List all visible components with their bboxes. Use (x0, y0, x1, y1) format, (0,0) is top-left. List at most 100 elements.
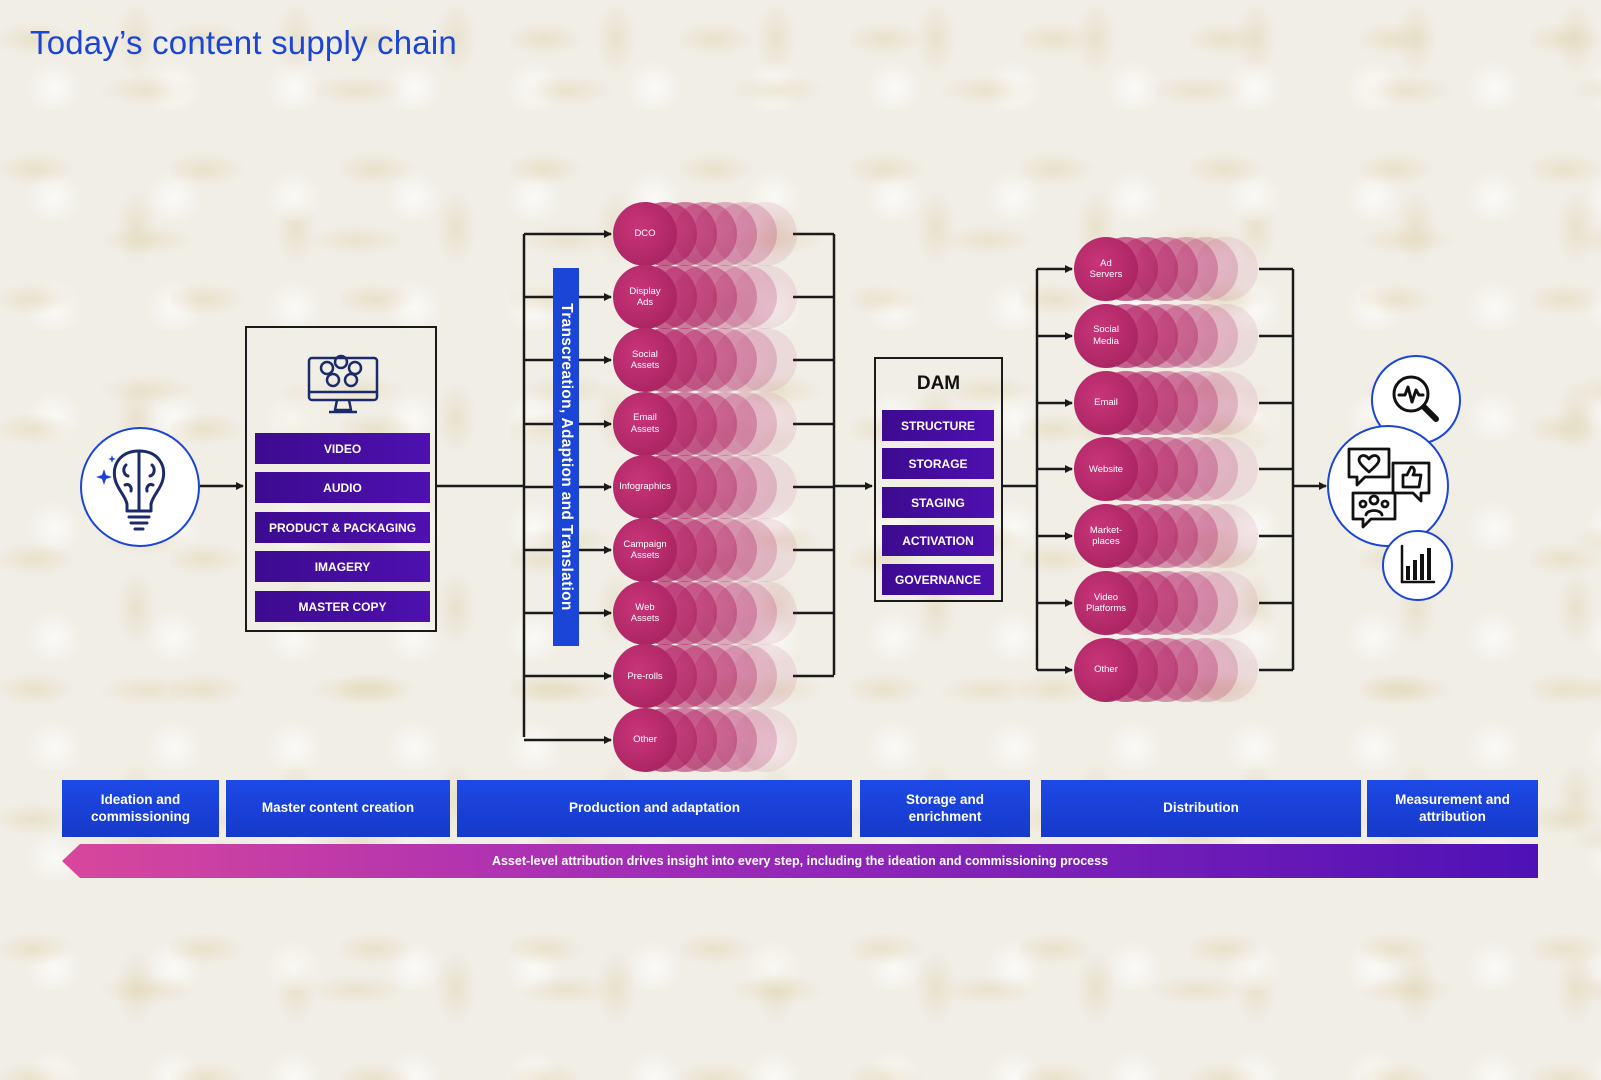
asset-circle-echo (713, 644, 777, 709)
master-content-box: VIDEO AUDIO PRODUCT & PACKAGING IMAGERY MAST… (245, 326, 437, 632)
dam-item: STORAGE (882, 448, 994, 479)
channel-circle-echo (1174, 437, 1238, 502)
asset-circle-echo (713, 581, 777, 646)
channel-label: Video Platforms (1085, 591, 1127, 614)
asset-circle-echo (733, 328, 797, 393)
transcreation-bar: Transcreation, Adaption and Translation (553, 268, 579, 646)
channel-circle (1074, 637, 1138, 702)
channel-row: Ad Servers (1074, 237, 1258, 301)
asset-label: Social Assets (630, 349, 660, 372)
asset-circle (613, 707, 677, 772)
master-item: IMAGERY (255, 551, 430, 582)
master-item: PRODUCT & PACKAGING (255, 512, 430, 543)
channel-circle-echo (1194, 571, 1258, 635)
channel-circle-echo (1194, 504, 1258, 569)
channel-label: Website (1088, 463, 1124, 475)
asset-circle-echo (733, 707, 797, 772)
asset-row: Campaign Assets (613, 518, 797, 582)
asset-row: Display Ads (613, 265, 797, 330)
asset-circle-echo (713, 454, 777, 519)
asset-circle-echo (713, 707, 777, 772)
asset-circle (613, 391, 677, 456)
asset-label: Other (633, 733, 657, 745)
asset-row: Pre-rolls (613, 644, 797, 709)
asset-label: Infographics (619, 481, 671, 493)
master-item: VIDEO (255, 433, 430, 464)
channel-label: Email (1094, 396, 1118, 408)
asset-label: Display Ads (629, 285, 661, 309)
asset-label: Web Assets (630, 601, 660, 625)
asset-circle-echo (713, 202, 777, 266)
channel-label: Ad Servers (1089, 257, 1123, 280)
attribution-arrow (62, 844, 1538, 878)
stage-label: Storage and enrichment (860, 780, 1030, 837)
channel-circle (1074, 237, 1138, 301)
channel-circle-echo (1174, 571, 1238, 635)
channel-circle-echo (1194, 370, 1258, 435)
asset-label: Campaign Assets (623, 538, 667, 561)
asset-circle (613, 202, 677, 266)
channel-row: Other (1074, 637, 1258, 702)
attribution-text: Asset-level attribution drives insight i… (491, 854, 1109, 868)
asset-circle-echo (733, 518, 797, 582)
asset-circle-echo (733, 644, 797, 709)
stage-label: Measurement and attribution (1367, 780, 1538, 837)
asset-circle-echo (733, 265, 797, 330)
engagement-icon-circle (1327, 425, 1449, 547)
channel-circle (1074, 437, 1138, 502)
channel-row: Social Media (1074, 303, 1258, 368)
dam-item: GOVERNANCE (882, 564, 994, 595)
transcreation-label: Transcreation, Adaption and Translation (558, 303, 575, 611)
dam-item: STRUCTURE (882, 410, 994, 441)
asset-row: Social Assets (613, 328, 797, 393)
channel-label: Social Media (1093, 324, 1119, 347)
asset-circle-echo (733, 391, 797, 456)
channel-row: Video Platforms (1074, 571, 1258, 635)
bar-chart-icon (1400, 544, 1436, 584)
asset-circle-echo (713, 391, 777, 456)
page-title: Today’s content supply chain (30, 24, 457, 61)
channel-row: Email (1074, 370, 1258, 435)
asset-row: Email Assets (613, 391, 797, 456)
asset-circle (613, 518, 677, 582)
channel-circle-echo (1174, 237, 1238, 301)
channel-label: Market- places (1089, 524, 1123, 548)
asset-row: Infographics (613, 454, 797, 519)
asset-circle-echo (713, 328, 777, 393)
channel-circle-echo (1174, 303, 1238, 368)
brain-lightbulb-icon (96, 449, 166, 531)
asset-label: Email Assets (630, 412, 660, 435)
channel-label: Other (1094, 664, 1118, 676)
channel-circle-echo (1174, 637, 1238, 702)
asset-circle (613, 328, 677, 393)
channel-circle-echo (1194, 237, 1258, 301)
channel-circle (1074, 571, 1138, 635)
dam-item: STAGING (882, 487, 994, 518)
computer-media-icon (307, 354, 379, 414)
channel-circle (1074, 370, 1138, 435)
social-engagement-icon (1347, 447, 1431, 529)
asset-circle-echo (733, 581, 797, 646)
asset-row: DCO (613, 202, 797, 266)
master-item: MASTER COPY (255, 591, 430, 622)
stage-label: Production and adaptation (457, 780, 852, 837)
master-item: AUDIO (255, 472, 430, 503)
asset-circle-echo (713, 265, 777, 330)
asset-circle-echo (713, 518, 777, 582)
channel-circle-echo (1194, 437, 1258, 502)
asset-label: DCO (634, 228, 656, 240)
asset-label: Pre-rolls (627, 670, 663, 682)
channel-row: Market- places (1074, 504, 1258, 569)
asset-circle (613, 454, 677, 519)
dam-title: DAM (916, 373, 961, 394)
stage-label: Master content creation (226, 780, 450, 837)
stage-label: Ideation and commissioning (62, 780, 219, 837)
asset-circle (613, 644, 677, 709)
stage-label: Distribution (1041, 780, 1361, 837)
channel-circle (1074, 303, 1138, 368)
channel-circle-echo (1194, 303, 1258, 368)
channel-circle-echo (1174, 370, 1238, 435)
asset-circle-echo (733, 202, 797, 266)
